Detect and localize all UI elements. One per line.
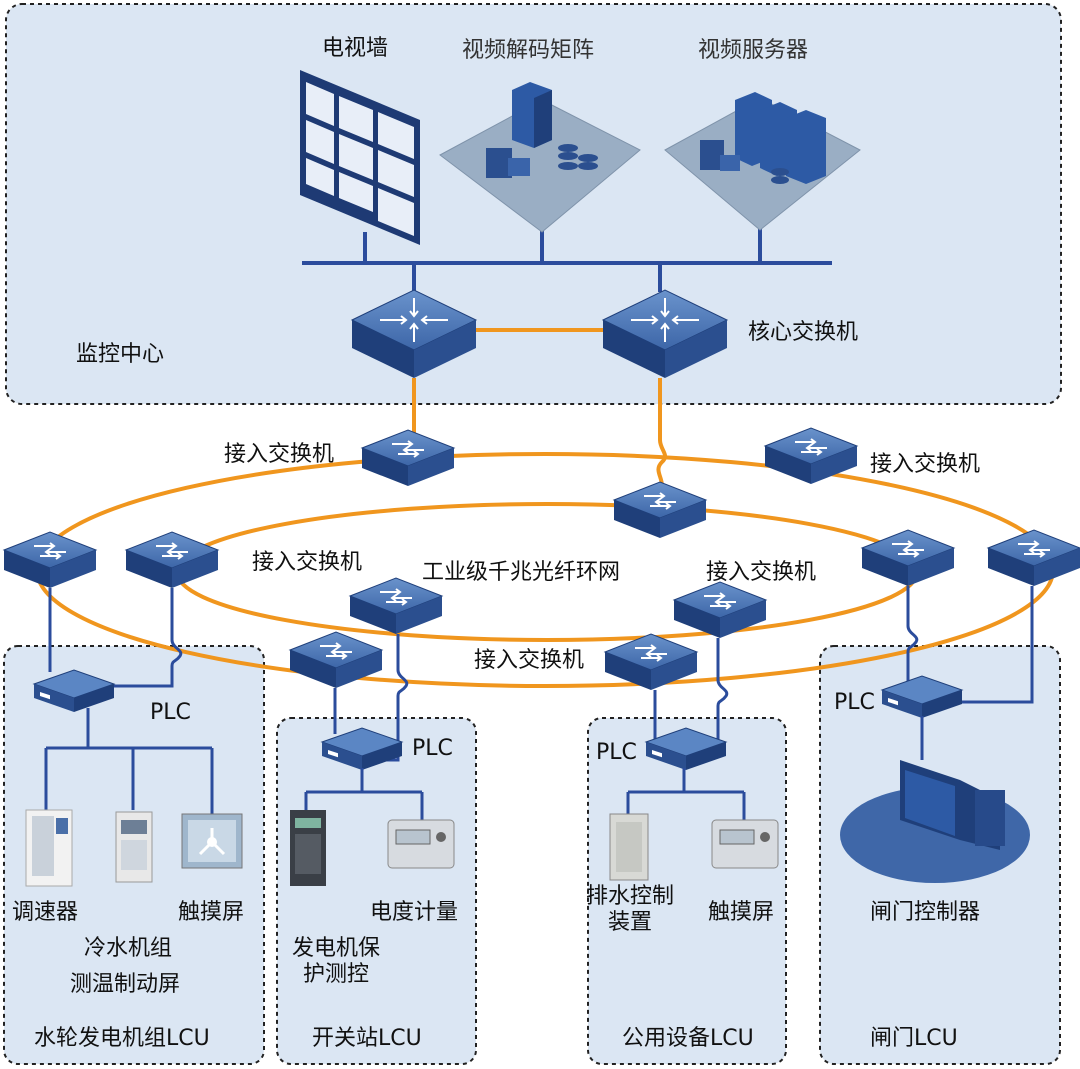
access-switch-icon xyxy=(125,531,219,589)
access-switch-label: 接入交换机 xyxy=(224,442,335,467)
touch-screen-icon xyxy=(711,819,779,869)
cooling-panel-icon xyxy=(115,811,153,883)
switch-station-lcu-name: 开关站LCU xyxy=(312,1026,422,1051)
access-switch-icon xyxy=(861,529,955,587)
access-switch-label: 接入交换机 xyxy=(252,550,363,575)
touch-screen-label: 触摸屏 xyxy=(708,900,775,925)
core-switch-label: 核心交换机 xyxy=(748,320,859,345)
access-switch-icon xyxy=(349,577,443,635)
switch-station-lcu-panel xyxy=(276,717,477,1065)
gate-lcu-name: 闸门LCU xyxy=(870,1026,958,1051)
meter-icon xyxy=(387,819,455,869)
protection-device-icon xyxy=(290,810,326,886)
gate-icon xyxy=(840,760,1030,883)
governor-icon xyxy=(25,809,73,887)
ring-network-label: 工业级千兆光纤环网 xyxy=(422,560,621,585)
access-switch-icon xyxy=(613,481,707,539)
temp-brake-label: 测温制动屏 xyxy=(70,972,181,997)
video-server-label: 视频服务器 xyxy=(698,38,809,63)
gate-controller-label: 闸门控制器 xyxy=(870,900,981,925)
plc-label: PLC xyxy=(834,690,875,715)
public-equipment-lcu-panel xyxy=(587,717,787,1065)
monitor-center-label: 监控中心 xyxy=(76,342,165,367)
server-cluster-icon xyxy=(439,82,641,233)
drainage-panel-icon xyxy=(609,813,649,881)
access-switch-label: 接入交换机 xyxy=(474,648,585,673)
core-switch-icon xyxy=(601,289,729,378)
tv-wall-label: 电视墙 xyxy=(322,36,389,61)
energy-meter-label: 电度计量 xyxy=(370,900,459,925)
tv-wall-icon xyxy=(300,70,420,245)
generator-protection-label: 发电机保护测控 xyxy=(291,936,380,987)
server-cluster-icon xyxy=(664,92,861,231)
access-switch-icon xyxy=(3,531,97,589)
access-switch-icon xyxy=(361,429,455,487)
access-switch-icon xyxy=(987,529,1080,587)
core-switch-icon xyxy=(350,289,478,378)
access-switch-label: 接入交换机 xyxy=(870,452,981,477)
plc-label: PLC xyxy=(596,740,637,765)
cooling-label: 冷水机组 xyxy=(84,936,173,961)
touch-screen-label: 触摸屏 xyxy=(178,900,245,925)
governor-label: 调速器 xyxy=(12,900,79,925)
touch-screen-icon xyxy=(181,813,243,869)
access-switch-label: 接入交换机 xyxy=(706,560,817,585)
plc-label: PLC xyxy=(150,700,191,725)
video-decoder-label: 视频解码矩阵 xyxy=(462,38,595,63)
plc-label: PLC xyxy=(412,736,453,761)
public-equipment-lcu-name: 公用设备LCU xyxy=(622,1026,754,1051)
drainage-control-label: 排水控制装置 xyxy=(585,884,674,935)
turbine-lcu-name: 水轮发电机组LCU xyxy=(34,1026,210,1051)
